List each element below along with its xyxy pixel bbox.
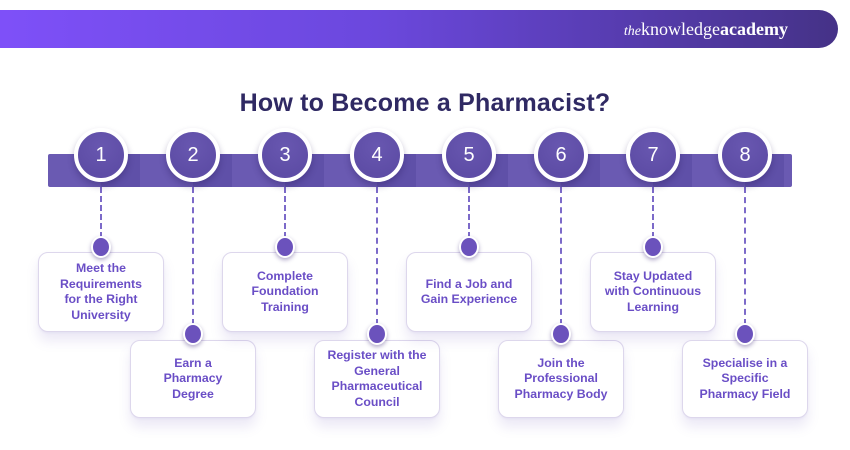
step-number: 1 <box>95 143 107 166</box>
step-number: 3 <box>279 143 291 166</box>
connector-dot <box>735 323 755 345</box>
step-label: Meet the Requirements for the Right Univ… <box>59 261 142 322</box>
connector-dot <box>275 236 295 258</box>
brand-banner: theknowledgeacademy <box>0 10 838 48</box>
step-number: 7 <box>647 143 659 166</box>
logo-knowledge: knowledge <box>641 18 721 39</box>
step-card: Find a Job and Gain Experience <box>406 252 532 332</box>
step-label: Stay Updated with Continuous Learning <box>604 268 702 314</box>
step-label: Earn a Pharmacy Degree <box>163 355 223 401</box>
step-card: Join the Professional Pharmacy Body <box>498 340 624 418</box>
timeline-bar <box>48 154 792 187</box>
connector-dot <box>183 323 203 345</box>
connector-dashed-line <box>100 187 102 238</box>
step-card: Meet the Requirements for the Right Univ… <box>38 252 164 332</box>
step-card: Earn a Pharmacy Degree <box>130 340 256 418</box>
connector-dashed-line <box>284 187 286 238</box>
step-number: 2 <box>187 143 199 166</box>
brand-logo: theknowledgeacademy <box>624 20 788 39</box>
connector-dashed-line <box>744 187 746 325</box>
step-label: Specialise in a Specific Pharmacy Field <box>699 355 791 401</box>
step-label: Register with the General Pharmaceutical… <box>327 348 427 409</box>
connector-dashed-line <box>192 187 194 325</box>
connector-dashed-line <box>376 187 378 325</box>
step-number: 6 <box>555 143 567 166</box>
connector-dot <box>643 236 663 258</box>
step-number-circle: 2 <box>166 128 220 182</box>
step-number-circle: 5 <box>442 128 496 182</box>
connector-dashed-line <box>468 187 470 238</box>
step-number-circle: 1 <box>74 128 128 182</box>
step-card: Specialise in a Specific Pharmacy Field <box>682 340 808 418</box>
connector-dot <box>459 236 479 258</box>
step-number: 8 <box>739 143 751 166</box>
step-card: Complete Foundation Training <box>222 252 348 332</box>
step-number-circle: 6 <box>534 128 588 182</box>
step-number-circle: 3 <box>258 128 312 182</box>
logo-the: the <box>623 23 642 39</box>
step-number: 5 <box>463 143 475 166</box>
step-card: Register with the General Pharmaceutical… <box>314 340 440 418</box>
step-label: Find a Job and Gain Experience <box>420 276 518 307</box>
connector-dot <box>367 323 387 345</box>
connector-dashed-line <box>560 187 562 325</box>
connector-dashed-line <box>652 187 654 238</box>
step-label: Complete Foundation Training <box>251 268 319 314</box>
connector-dot <box>91 236 111 258</box>
logo-academy: academy <box>720 18 788 39</box>
connector-dot <box>551 323 571 345</box>
step-number-circle: 4 <box>350 128 404 182</box>
step-number-circle: 7 <box>626 128 680 182</box>
step-number: 4 <box>371 143 383 166</box>
step-label: Join the Professional Pharmacy Body <box>514 355 608 401</box>
step-card: Stay Updated with Continuous Learning <box>590 252 716 332</box>
step-number-circle: 8 <box>718 128 772 182</box>
page-title: How to Become a Pharmacist? <box>239 88 611 117</box>
